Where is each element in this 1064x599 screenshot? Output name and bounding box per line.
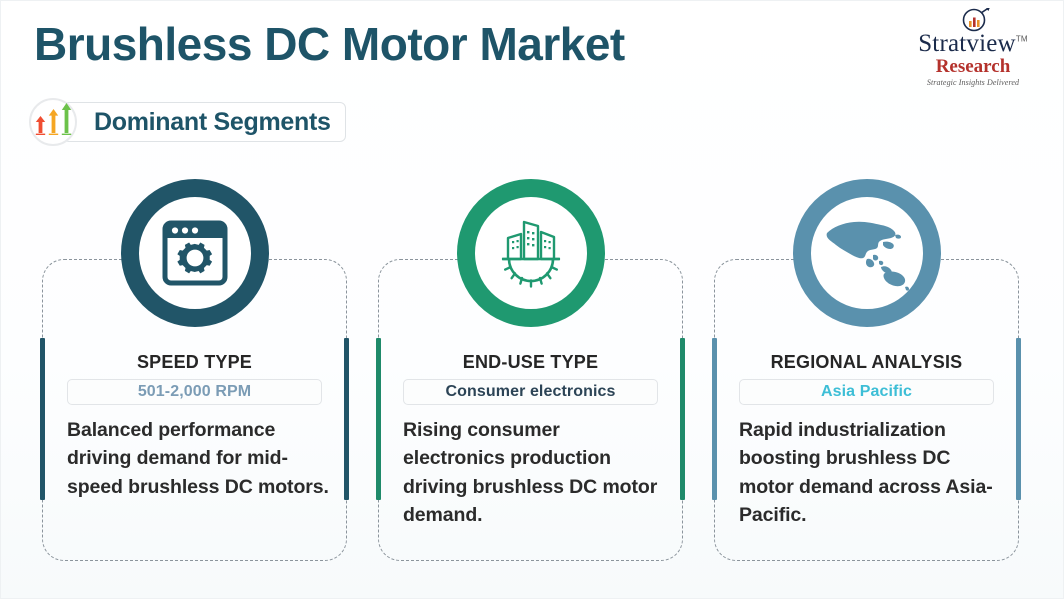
chip-box: Dominant Segments xyxy=(63,102,346,142)
segment-card-end-use-type[interactable]: END-USE TYPE Consumer electronics Rising… xyxy=(376,259,685,561)
logo-brand-secondary: Research xyxy=(935,56,1011,77)
accent-bar-left xyxy=(712,338,717,500)
page-title: Brushless DC Motor Market xyxy=(34,18,625,70)
asia-pacific-map-icon xyxy=(793,179,941,327)
logo-tagline: Strategic Insights Delivered xyxy=(926,78,1020,87)
logo-brand-text: Stratview xyxy=(918,30,1016,57)
card-heading: SPEED TYPE xyxy=(136,352,253,372)
card-value-pill: Consumer electronics xyxy=(403,379,658,405)
dominant-segments-chip: Dominant Segments xyxy=(29,98,346,146)
logo-trademark: TM xyxy=(1015,34,1028,44)
card-heading: END-USE TYPE xyxy=(462,352,599,372)
buildings-gear-icon xyxy=(457,179,605,327)
card-body-text: Rising consumer electronics production d… xyxy=(403,419,658,527)
accent-bar-left xyxy=(40,338,45,500)
chip-label: Dominant Segments xyxy=(94,107,331,136)
accent-bar-left xyxy=(376,338,381,500)
accent-bar-right xyxy=(1016,338,1021,500)
card-body-text: Rapid industrialization boosting brushle… xyxy=(739,419,993,527)
magnifier-bar-chart-icon xyxy=(897,8,1049,32)
browser-window-gear-icon xyxy=(121,179,269,327)
card-heading: REGIONAL ANALYSIS xyxy=(770,352,963,372)
card-body-text: Balanced performance driving demand for … xyxy=(67,419,329,498)
accent-bar-right xyxy=(344,338,349,500)
segment-card-regional-analysis[interactable]: REGIONAL ANALYSIS Asia Pacific Rapid ind… xyxy=(712,259,1021,561)
segment-cards: SPEED TYPE 501-2,000 RPM Balanced perfor… xyxy=(1,179,1063,579)
card-value-text: Consumer electronics xyxy=(445,383,616,400)
brand-logo: StratviewTM Research Strategic Insights … xyxy=(897,8,1049,87)
card-value-text: Asia Pacific xyxy=(820,383,913,400)
card-value-text: 501-2,000 RPM xyxy=(137,383,252,400)
card-value-pill: Asia Pacific xyxy=(739,379,994,405)
accent-bar-right xyxy=(680,338,685,500)
card-value-pill: 501-2,000 RPM xyxy=(67,379,322,405)
ascending-bar-arrows-icon xyxy=(29,98,77,146)
logo-brand-primary: StratviewTM xyxy=(918,31,1028,56)
segment-card-speed-type[interactable]: SPEED TYPE 501-2,000 RPM Balanced perfor… xyxy=(40,259,349,561)
